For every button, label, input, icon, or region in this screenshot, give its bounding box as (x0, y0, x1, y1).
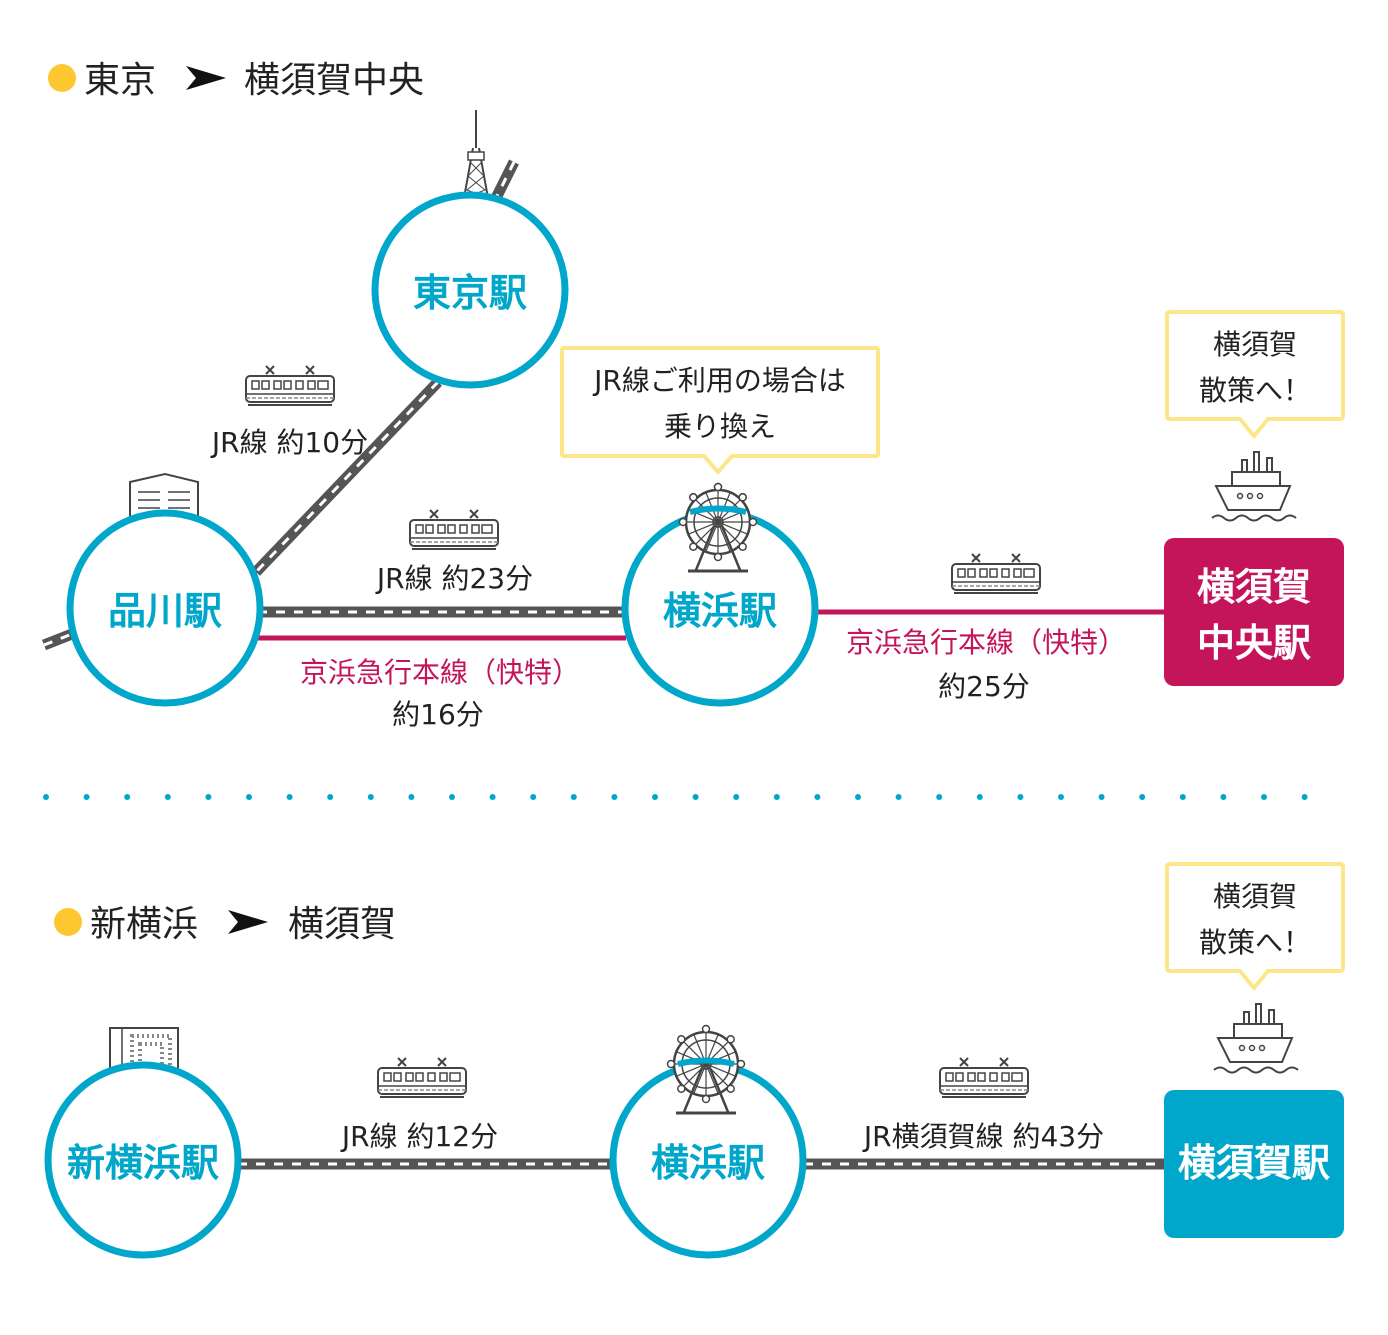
origin-label: 新横浜 (90, 904, 198, 945)
arrow-right-icon (228, 910, 268, 934)
divider-dot (43, 794, 49, 800)
bullet-dot (54, 908, 82, 936)
divider-dot (692, 794, 699, 800)
route-label-keikyu-time: 約16分 (392, 698, 484, 731)
divider-dot (449, 794, 455, 800)
station-label: 横浜駅 (651, 1141, 765, 1185)
divider-dot (895, 794, 902, 800)
divider-dot (530, 794, 537, 800)
station-label-line2: 中央駅 (1197, 621, 1311, 665)
bubble-transfer: JR線ご利用の場合は 乗り換え (560, 346, 880, 476)
divider-dot (1139, 794, 1146, 800)
section2-header: 新横浜 横須賀 (54, 904, 396, 945)
station-label: 横浜駅 (663, 589, 777, 633)
divider-dot (611, 794, 618, 800)
bubble-text-line1: 横須賀 (1213, 880, 1297, 913)
divider-dot (1261, 794, 1267, 800)
divider-dot (814, 794, 821, 800)
divider-dot (1098, 794, 1105, 800)
divider-dot (1017, 794, 1024, 800)
route-label-tokyo-shinagawa: JR線 約10分 (210, 426, 368, 459)
station-label: 東京駅 (413, 271, 527, 315)
divider-dot (1220, 794, 1227, 800)
divider-dot (733, 794, 740, 800)
ship-icon (1213, 1003, 1299, 1074)
wheel-accent (677, 1057, 735, 1067)
divider-dot (286, 794, 293, 800)
divider-dot (936, 794, 943, 800)
route-label-shinagawa-yokohama-jr: JR線 約23分 (375, 562, 533, 595)
train-icon (409, 509, 499, 550)
bullet-dot (48, 64, 76, 92)
bubble-text-line1: JR線ご利用の場合は (592, 364, 846, 397)
route-label-yokohama-chuo-time: 約25分 (938, 670, 1030, 703)
divider-dot (1179, 794, 1186, 800)
bubble-text-line2: 散策へ！ (1199, 374, 1311, 407)
route-label-yokohama-chuo-line: 京浜急行本線（快特） (846, 626, 1126, 659)
divider-dot (124, 794, 131, 800)
section1-header: 東京 横須賀中央 (48, 60, 424, 101)
divider-dot (246, 794, 252, 800)
station-yokohama[interactable]: 横浜駅 (621, 509, 819, 707)
bubble-stroll: 横須賀 散策へ！ (1165, 310, 1345, 440)
divider-dot (164, 794, 171, 800)
destination-label: 横須賀中央 (244, 60, 424, 101)
divider-dot (855, 794, 861, 800)
divider-dot (570, 794, 577, 800)
divider-dot (1058, 794, 1064, 800)
station-shinyokohama[interactable]: 新横浜駅 (44, 1061, 242, 1259)
train-icon (939, 1057, 1029, 1098)
wheel-accent (689, 505, 747, 515)
route-label-keikyu-line: 京浜急行本線（快特） (300, 656, 580, 689)
divider-dot (205, 794, 212, 800)
divider-dot (408, 794, 415, 800)
divider-dot (489, 794, 496, 800)
section-divider (43, 794, 1308, 800)
arrow-right-icon (186, 66, 226, 90)
station-label: 横須賀駅 (1178, 1141, 1330, 1185)
origin-label: 東京 (84, 60, 156, 101)
bubble-text-line2: 散策へ！ (1199, 926, 1311, 959)
divider-dot (327, 794, 334, 800)
station-label-line1: 横須賀 (1197, 565, 1311, 609)
station-yokosuka-chuo[interactable]: 横須賀 中央駅 (1164, 538, 1344, 686)
destination-label: 横須賀 (288, 904, 396, 945)
route-label-yokohama-yokosuka: JR横須賀線 約43分 (862, 1120, 1104, 1153)
divider-dot (83, 794, 90, 800)
route-label-shinyokohama-yokohama: JR線 約12分 (340, 1120, 498, 1153)
train-icon (245, 365, 335, 406)
ship-icon (1211, 451, 1297, 522)
train-icon (377, 1057, 467, 1098)
station-label: 新横浜駅 (67, 1141, 219, 1185)
divider-dot (773, 794, 780, 800)
train-icon (951, 553, 1041, 594)
bubble-text-line1: 横須賀 (1213, 328, 1297, 361)
bubble-text-line2: 乗り換え (664, 410, 776, 443)
station-label: 品川駅 (108, 589, 222, 633)
divider-dot (652, 794, 658, 800)
track-tokyo-shinagawa (41, 159, 519, 651)
station-yokosuka[interactable]: 横須賀駅 (1164, 1090, 1344, 1238)
divider-dot (1301, 794, 1308, 800)
station-tokyo[interactable]: 東京駅 (371, 191, 569, 389)
divider-dot (367, 794, 374, 800)
divider-dot (976, 794, 983, 800)
station-shinagawa[interactable]: 品川駅 (66, 509, 264, 707)
bubble-stroll-2: 横須賀 散策へ！ (1165, 862, 1345, 992)
